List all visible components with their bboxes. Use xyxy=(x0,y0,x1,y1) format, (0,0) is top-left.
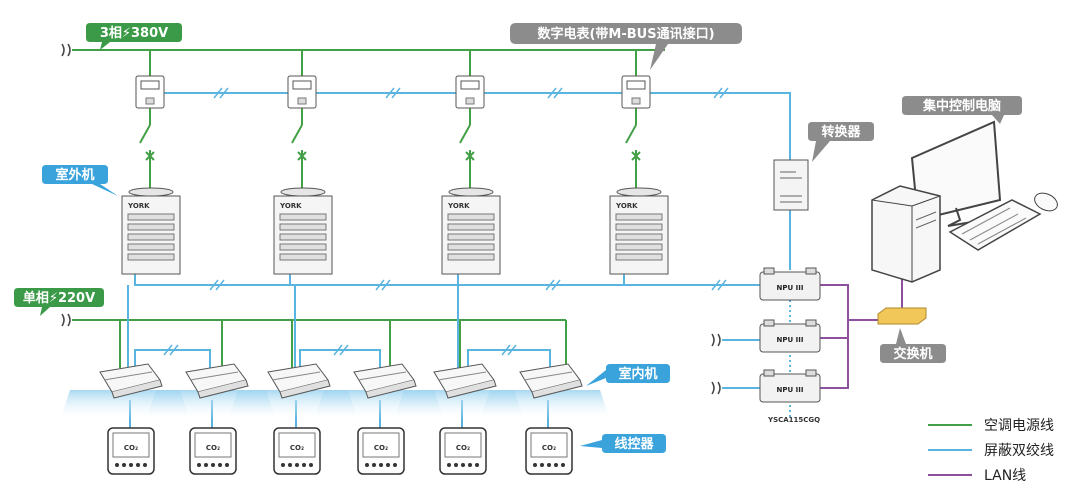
power380-label: 3相⚡380V xyxy=(100,25,168,41)
co2-readout: CO₂ xyxy=(542,444,556,452)
wired-controller: CO₂ xyxy=(189,427,237,475)
indoor-units xyxy=(60,363,610,420)
breaker-marks xyxy=(145,151,641,161)
npu-label: NPU III xyxy=(777,284,804,292)
tag-pc: 集中控制电脑 xyxy=(902,96,1022,124)
legend-shielded: 屏蔽双绞线 xyxy=(984,442,1054,459)
tag-converter: 转换器 xyxy=(808,122,874,162)
co2-readout: CO₂ xyxy=(206,444,220,452)
lan-lines xyxy=(820,262,972,476)
tag-switch: 交换机 xyxy=(880,328,946,363)
legend-lan: LAN线 xyxy=(984,468,1026,484)
model-number: YSCA115CGQ xyxy=(767,416,820,424)
switch-label: 交换机 xyxy=(893,346,932,362)
brand-logo: YORK xyxy=(615,202,638,210)
outdoor-units: YORK YORK YORK YORK xyxy=(121,187,669,275)
tag-controller: 线控器 xyxy=(580,434,666,453)
converter-device xyxy=(773,159,809,211)
npu-label: NPU III xyxy=(777,386,804,394)
outdoor-label: 室外机 xyxy=(55,167,94,183)
meter-label: 数字电表(带M-BUS通讯接口) xyxy=(537,26,714,42)
control-computer xyxy=(871,120,1058,283)
wired-controller: CO₂ xyxy=(357,427,405,475)
wired-controllers: CO₂ CO₂ CO₂ CO₂ CO₂ CO₂ xyxy=(107,427,573,475)
brand-logo: YORK xyxy=(279,202,302,210)
power-lines xyxy=(72,49,972,426)
wired-controller: CO₂ xyxy=(439,427,487,475)
tag-outdoor: 室外机 xyxy=(42,165,118,196)
brand-logo: YORK xyxy=(127,202,150,210)
outdoor-unit: YORK xyxy=(121,187,181,275)
brand-logo: YORK xyxy=(447,202,470,210)
indoor-unit xyxy=(480,363,610,420)
tag-meter: 数字电表(带M-BUS通讯接口) xyxy=(510,23,742,70)
wired-controller: CO₂ xyxy=(273,427,321,475)
tag-indoor: 室内机 xyxy=(586,364,670,386)
co2-readout: CO₂ xyxy=(456,444,470,452)
co2-readout: CO₂ xyxy=(290,444,304,452)
outdoor-unit: YORK xyxy=(441,187,501,275)
outdoor-unit: YORK xyxy=(273,187,333,275)
power220-label: 单相⚡220V xyxy=(23,290,95,306)
tag-power220: 单相⚡220V xyxy=(14,288,104,316)
legend: 空调电源线 屏蔽双绞线 LAN线 xyxy=(984,418,1054,484)
converter-label: 转换器 xyxy=(821,124,861,140)
comm-lines xyxy=(127,92,972,451)
indoor-label: 室内机 xyxy=(618,366,657,382)
network-switch xyxy=(877,307,927,325)
wired-controller: CO₂ xyxy=(107,427,155,475)
co2-readout: CO₂ xyxy=(124,444,138,452)
break-marks xyxy=(163,87,729,356)
line-end-marks xyxy=(61,43,721,395)
outdoor-unit: YORK xyxy=(609,187,669,275)
pc-label: 集中控制电脑 xyxy=(922,98,1001,114)
legend-power: 空调电源线 xyxy=(984,418,1054,434)
co2-readout: CO₂ xyxy=(374,444,388,452)
npu-label: NPU III xyxy=(777,336,804,344)
digital-meters xyxy=(135,75,651,109)
controller-label: 线控器 xyxy=(614,436,654,452)
wired-controller: CO₂ xyxy=(525,427,573,475)
tag-power380: 3相⚡380V xyxy=(86,23,182,50)
npu-modules: NPU III NPU III NPU III xyxy=(759,267,821,403)
